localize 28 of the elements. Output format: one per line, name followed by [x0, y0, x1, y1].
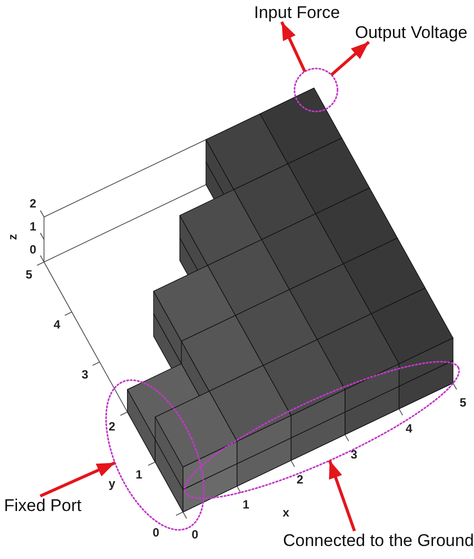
tick-label: 0 [152, 526, 160, 540]
tick-label: 3 [82, 368, 88, 382]
tick-label: 1 [30, 220, 36, 234]
arrow [40, 461, 116, 498]
highlight-ellipse [184, 360, 460, 500]
annotation-label: Input Force [254, 3, 340, 22]
highlight-ellipse [294, 68, 338, 112]
tick-label: 0 [192, 528, 198, 542]
arrow [328, 460, 356, 532]
tick-label: 2 [30, 198, 36, 210]
tick-label: 4 [406, 422, 412, 436]
arrow [280, 21, 306, 72]
axis-label: y [108, 478, 116, 490]
annotation-label: Output Voltage [355, 23, 468, 42]
tick-label: 5 [26, 268, 32, 282]
axis-label: z [6, 234, 20, 240]
axis-label: x [282, 506, 290, 520]
tick-label: 1 [136, 468, 142, 482]
tick-label: 2 [108, 420, 116, 434]
arrow [330, 40, 370, 76]
tick-label: 4 [54, 318, 60, 332]
tick-label: 1 [242, 498, 250, 512]
tick-label: 0 [30, 244, 36, 256]
tick-label: 2 [296, 474, 304, 486]
tick-label: 5 [460, 396, 466, 410]
annotation-label: Connected to the Ground [283, 531, 474, 550]
annotation-label: Fixed Port [4, 496, 82, 515]
tick-label: 3 [350, 448, 358, 462]
